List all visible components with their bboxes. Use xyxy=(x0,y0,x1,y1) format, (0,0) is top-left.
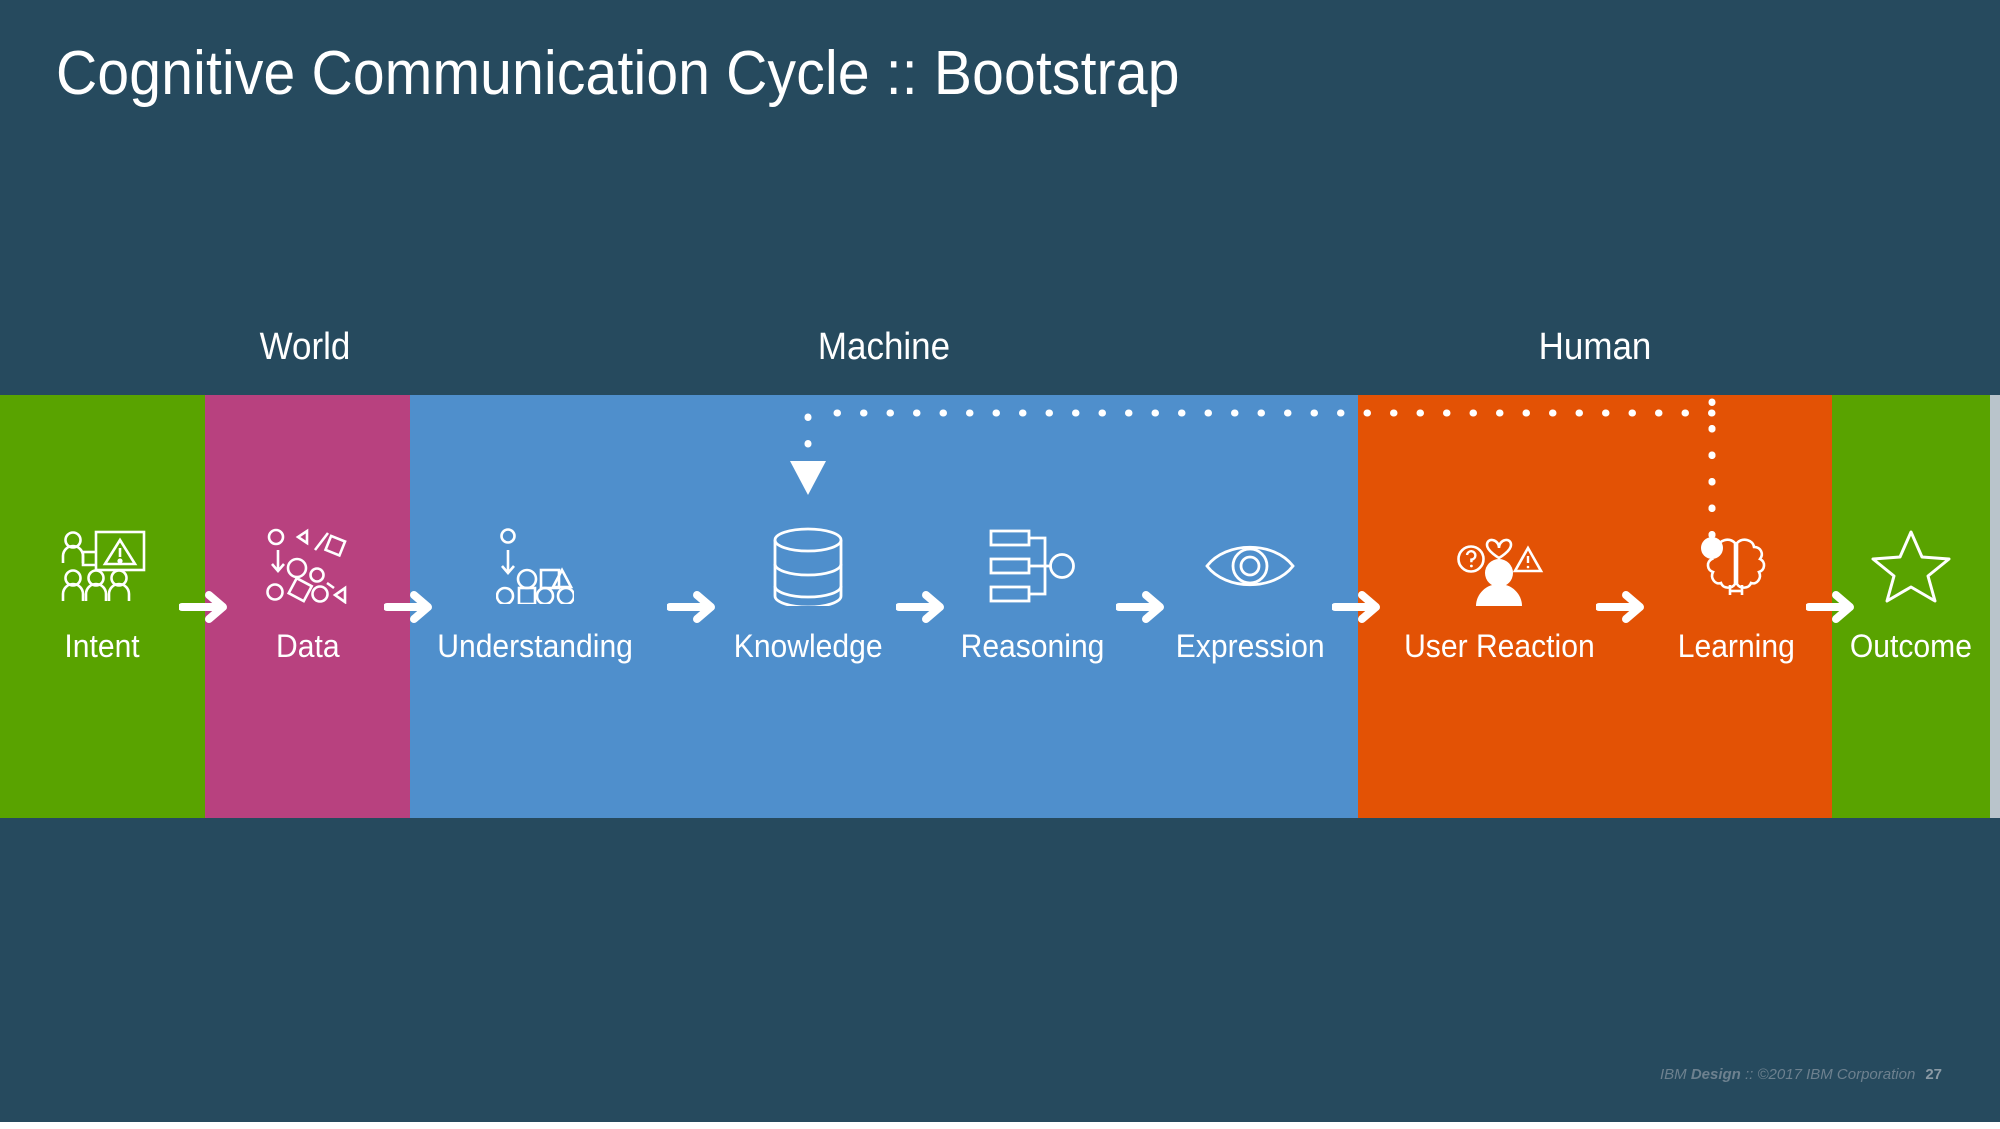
zone-header-human: Human xyxy=(1538,326,1652,368)
band-segment-world-right xyxy=(1832,395,1990,818)
page-number: 27 xyxy=(1925,1066,1942,1083)
stage-reasoning[interactable]: Reasoning xyxy=(922,395,1142,818)
footer-brand: IBM xyxy=(1659,1066,1691,1083)
stage-learning[interactable]: Learning xyxy=(1640,395,1832,818)
arrow-expression-to-user-reaction xyxy=(1330,585,1386,629)
arrow-reasoning-to-expression xyxy=(1114,585,1170,629)
band-right-edge xyxy=(1990,395,2000,818)
footer-copyright: :: ©2017 IBM Corporation xyxy=(1740,1066,1916,1083)
person-emotions-icon xyxy=(1454,520,1544,612)
band-segment-world-left xyxy=(0,395,205,818)
stage-color-band xyxy=(0,395,2000,818)
stage-label-expression: Expression xyxy=(1175,628,1325,664)
stage-label-data: Data xyxy=(275,628,340,664)
stage-label-outcome: Outcome xyxy=(1849,628,1973,664)
star-icon xyxy=(1871,520,1951,612)
band-segment-machine xyxy=(410,395,1358,818)
brain-icon xyxy=(1699,520,1773,612)
stage-data[interactable]: Data xyxy=(205,395,410,818)
arrow-learning-to-outcome xyxy=(1804,585,1860,629)
stage-label-intent: Intent xyxy=(64,628,141,664)
sorted-shapes-icon xyxy=(496,520,574,612)
stage-label-knowledge: Knowledge xyxy=(733,628,883,664)
arrow-data-to-understanding xyxy=(382,585,438,629)
zone-header-machine: Machine xyxy=(817,326,951,368)
arrow-knowledge-to-reasoning xyxy=(894,585,950,629)
stage-label-reasoning: Reasoning xyxy=(960,628,1104,664)
footer-brand-bold: Design xyxy=(1690,1066,1741,1083)
stage-label-understanding: Understanding xyxy=(437,628,633,664)
stage-label-learning: Learning xyxy=(1677,628,1795,664)
stage-expression[interactable]: Expression xyxy=(1142,395,1358,818)
stage-intent[interactable]: Intent xyxy=(0,395,205,818)
decision-tree-icon xyxy=(989,520,1075,612)
stage-outcome[interactable]: Outcome xyxy=(1832,395,1990,818)
zone-header-world: World xyxy=(259,326,351,368)
band-segment-human xyxy=(1358,395,1832,818)
bottom-rule xyxy=(0,1122,2000,1129)
page-title: Cognitive Communication Cycle :: Bootstr… xyxy=(56,39,1180,108)
stage-label-user-reaction: User Reaction xyxy=(1403,628,1595,664)
scattered-shapes-icon xyxy=(265,520,350,612)
stage-understanding[interactable]: Understanding xyxy=(410,395,660,818)
footer-credit: IBM Design :: ©2017 IBM Corporation 27 xyxy=(1660,1066,1942,1083)
eye-icon xyxy=(1204,520,1296,612)
band-segment-data xyxy=(205,395,410,818)
stage-user-reaction[interactable]: User Reaction xyxy=(1358,395,1640,818)
arrow-understanding-to-knowledge xyxy=(665,585,721,629)
stage-knowledge[interactable]: Knowledge xyxy=(693,395,923,818)
people-presentation-icon xyxy=(59,520,147,612)
database-icon xyxy=(769,520,847,612)
arrow-user-reaction-to-learning xyxy=(1594,585,1650,629)
arrow-intent-to-data xyxy=(177,585,233,629)
